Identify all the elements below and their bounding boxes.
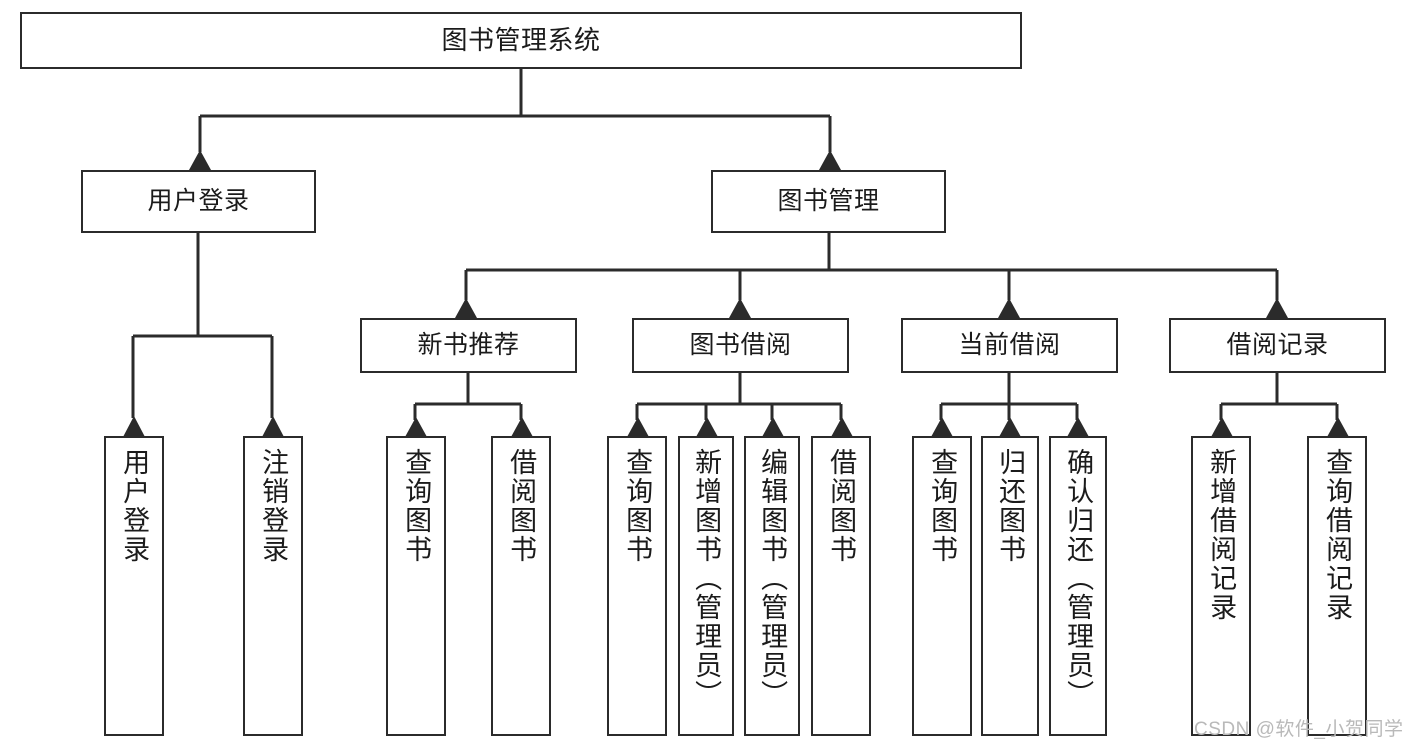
leaf-query-book-borrow[interactable]: 查询图书 xyxy=(607,436,667,736)
node-label: 借阅图书 xyxy=(826,448,857,564)
watermark-text: CSDN @软件_小贺同学 xyxy=(1194,719,1404,740)
node-label: 确认归还（管理员） xyxy=(1063,448,1094,709)
node-label: 借阅记录 xyxy=(1226,330,1329,359)
node-label: 用户登录 xyxy=(147,186,250,215)
leaf-borrow-book[interactable]: 借阅图书 xyxy=(811,436,871,736)
node-borrow-record[interactable]: 借阅记录 xyxy=(1169,318,1386,373)
node-label: 图书管理 xyxy=(777,186,880,215)
node-label: 新增借阅记录 xyxy=(1206,448,1237,622)
leaf-borrow-book-recommend[interactable]: 借阅图书 xyxy=(491,436,551,736)
node-label: 图书管理系统 xyxy=(441,25,601,56)
node-label: 注销登录 xyxy=(258,448,289,564)
node-label: 编辑图书（管理员） xyxy=(757,448,788,709)
node-book-borrow[interactable]: 图书借阅 xyxy=(632,318,849,373)
node-label: 查询图书 xyxy=(927,448,958,564)
node-label: 查询图书 xyxy=(622,448,653,564)
leaf-user-login[interactable]: 用户登录 xyxy=(104,436,164,736)
leaf-add-book-admin[interactable]: 新增图书（管理员） xyxy=(678,436,734,736)
node-root-system[interactable]: 图书管理系统 xyxy=(20,12,1022,69)
leaf-query-book-current[interactable]: 查询图书 xyxy=(912,436,972,736)
leaf-edit-book-admin[interactable]: 编辑图书（管理员） xyxy=(744,436,800,736)
node-new-book-recommend[interactable]: 新书推荐 xyxy=(360,318,577,373)
node-label: 借阅图书 xyxy=(506,448,537,564)
leaf-logout-login[interactable]: 注销登录 xyxy=(243,436,303,736)
leaf-return-book[interactable]: 归还图书 xyxy=(981,436,1039,736)
node-current-borrow[interactable]: 当前借阅 xyxy=(901,318,1118,373)
node-user-login[interactable]: 用户登录 xyxy=(81,170,316,233)
leaf-add-borrow-record[interactable]: 新增借阅记录 xyxy=(1191,436,1251,736)
node-label: 归还图书 xyxy=(995,448,1026,564)
node-label: 图书借阅 xyxy=(689,330,792,359)
node-label: 新书推荐 xyxy=(417,330,520,359)
node-label: 新增图书（管理员） xyxy=(691,448,722,709)
node-book-management[interactable]: 图书管理 xyxy=(711,170,946,233)
leaf-confirm-return-admin[interactable]: 确认归还（管理员） xyxy=(1049,436,1107,736)
node-label: 查询图书 xyxy=(401,448,432,564)
leaf-query-borrow-record[interactable]: 查询借阅记录 xyxy=(1307,436,1367,736)
node-label: 用户登录 xyxy=(119,448,150,564)
node-label: 查询借阅记录 xyxy=(1322,448,1353,622)
node-label: 当前借阅 xyxy=(958,330,1061,359)
leaf-query-book-recommend[interactable]: 查询图书 xyxy=(386,436,446,736)
